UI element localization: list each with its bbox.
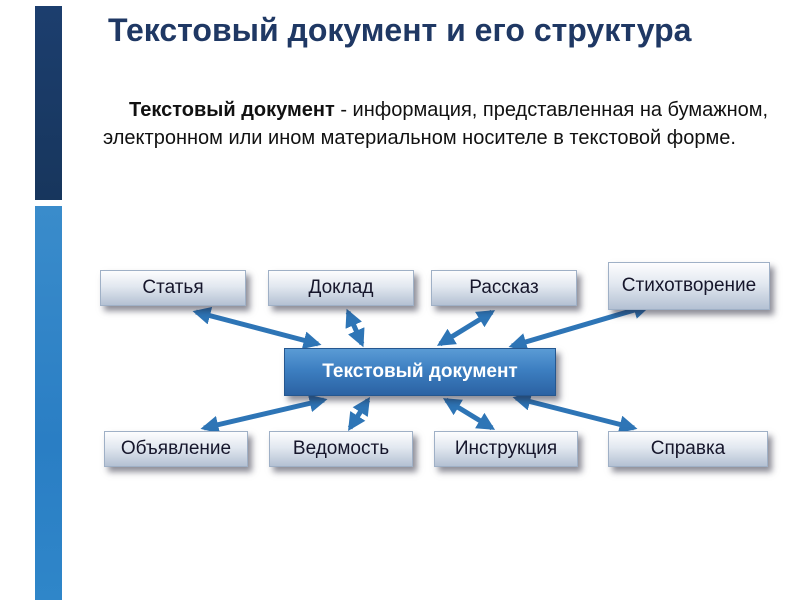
body-paragraph: Текстовый документ - информация, предста… (103, 96, 775, 152)
node-label: Статья (142, 277, 204, 299)
connector-arrow (512, 392, 638, 434)
node-story: Рассказ (431, 270, 577, 306)
body-lead-bold: Текстовый документ (129, 99, 335, 121)
connector-arrow (192, 306, 322, 350)
diagram-center-node: Текстовый документ (284, 348, 556, 396)
node-label: Объявление (120, 438, 232, 460)
node-instruction: Инструкция (434, 431, 578, 467)
accent-bar-dark (35, 6, 62, 200)
node-label: Справка (650, 438, 726, 460)
node-label: Рассказ (469, 277, 539, 299)
node-register: Ведомость (269, 431, 413, 467)
connector-arrow (442, 397, 496, 431)
body-text: - информация, представленная на бумажном… (103, 99, 769, 149)
node-label: Ведомость (292, 438, 390, 460)
connector-arrow (347, 396, 371, 432)
accent-bar-light (35, 206, 62, 600)
node-announcement: Объявление (104, 431, 248, 467)
connector-arrow (436, 309, 496, 347)
connector-arrow (508, 301, 652, 351)
center-node-label: Текстовый документ (322, 361, 518, 383)
node-report: Доклад (268, 270, 414, 306)
node-poem: Стихотворение (608, 262, 770, 310)
slide-title: Текстовый документ и его структура (108, 12, 692, 48)
node-reference: Справка (608, 431, 768, 467)
node-label: Стихотворение (621, 275, 757, 297)
node-article: Статья (100, 270, 246, 306)
connector-arrow (345, 308, 365, 348)
connector-arrow (200, 394, 328, 434)
node-label: Инструкция (454, 438, 558, 460)
node-label: Доклад (308, 277, 374, 299)
